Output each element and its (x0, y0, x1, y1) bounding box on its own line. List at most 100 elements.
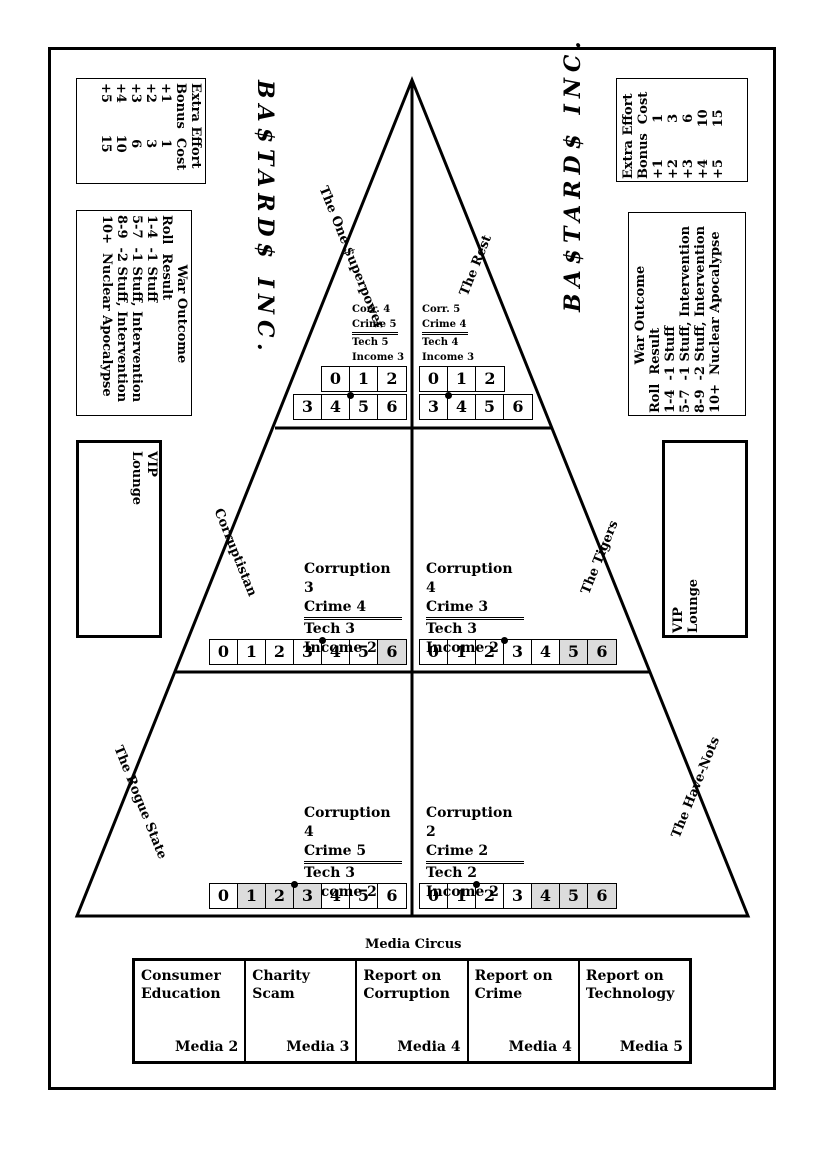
track-cell[interactable]: 5 (350, 640, 378, 664)
marker-dot (501, 637, 508, 644)
extra-effort-row: +5 15 (98, 83, 113, 153)
war-outcome-row: 5-7 -1 Stuff, Intervention (678, 225, 693, 413)
track-cell[interactable]: 6 (386, 397, 398, 416)
track-have-nots: 0 1 2 3 4 5 6 (419, 881, 617, 909)
media-card-name: Report on Technology (585, 968, 675, 1002)
extra-effort-row: +4 10 (696, 109, 711, 179)
track-cell[interactable]: 3 (504, 884, 532, 908)
extra-effort-row: +1 1 (651, 113, 666, 179)
crime-stat: Crime 5 (352, 317, 399, 335)
vip-lounge-right[interactable]: VIP Lounge (662, 440, 748, 638)
track-cell[interactable]: 4 (319, 637, 350, 664)
track-cell[interactable]: 5 (347, 392, 378, 419)
corruption-stat: Corruption 3 (304, 561, 391, 596)
track-cell[interactable]: 5 (560, 884, 588, 908)
track-cell[interactable]: 6 (386, 886, 398, 905)
track-cell[interactable]: 6 (588, 640, 616, 664)
track-cell[interactable]: 0 (210, 884, 238, 908)
brand-title-right: BA$TARD$ INC. (560, 35, 586, 312)
track-cell[interactable]: 0 (420, 367, 448, 391)
war-outcome-title: War Outcome (174, 264, 189, 364)
media-card-report-corruption[interactable]: Report on Corruption Media 4 (357, 961, 469, 1061)
track-cell[interactable]: 5 (350, 884, 378, 908)
track-rest-bottom: 3 4 5 6 (419, 392, 533, 420)
track-cell[interactable]: 4 (322, 884, 350, 908)
extra-effort-title: Extra Effort (188, 83, 203, 169)
track-cell[interactable]: 2 (386, 369, 398, 388)
track-cell[interactable]: 1 (350, 367, 378, 391)
extra-effort-row: +2 3 (666, 113, 681, 179)
track-rest-top: 0 1 2 (419, 366, 505, 392)
track-cell[interactable]: 4 (532, 640, 560, 664)
vip-label: VIP (144, 451, 159, 477)
track-tigers: 0 1 2 3 4 5 6 (419, 637, 617, 665)
income-stat: Income 2 (426, 884, 499, 900)
track-cell[interactable]: 6 (588, 884, 616, 908)
vip-lounge-left[interactable]: VIP Lounge (76, 440, 162, 638)
corruption-stat: Corruption 2 (426, 805, 513, 840)
track-cell[interactable]: 2 (266, 640, 294, 664)
media-circus-title: Media Circus (365, 937, 462, 952)
track-cell[interactable]: 0 (210, 640, 238, 664)
track-cell[interactable]: 0 (420, 884, 448, 908)
income-stat: Income 3 (352, 352, 405, 363)
war-outcome-row: 8-9 -2 Stuff, Intervention (693, 225, 708, 413)
track-cell[interactable]: 2 (473, 881, 504, 908)
track-cell[interactable]: 4 (445, 392, 476, 419)
track-cell[interactable]: 1 (448, 640, 476, 664)
track-superpower-top: 0 1 2 (321, 366, 407, 392)
media-card-report-technology[interactable]: Report on Technology Media 5 (580, 961, 689, 1061)
media-card-value: Media 2 (175, 1039, 239, 1055)
track-cell[interactable]: 4 (322, 395, 350, 419)
stats-rest: Corr. 5 Crime 4 Tech 4 Income 3 (422, 302, 478, 365)
track-cell[interactable]: 6 (378, 640, 406, 664)
track-cell[interactable]: 2 (476, 640, 504, 664)
income-stat: Income 2 (304, 640, 377, 656)
extra-effort-row: +1 1 (158, 83, 173, 149)
track-cell[interactable]: 1 (448, 367, 476, 391)
extra-effort-header: Bonus Cost (636, 91, 651, 179)
war-outcome-row: 1-4 -1 Stuff (663, 325, 678, 413)
track-cell[interactable]: 5 (560, 640, 588, 664)
extra-effort-row: +2 3 (143, 83, 158, 149)
media-card-name: Consumer Education (141, 968, 221, 1002)
track-cell[interactable]: 5 (476, 395, 504, 419)
media-card-value: Media 3 (286, 1039, 350, 1055)
track-cell[interactable]: 0 (322, 367, 350, 391)
crime-stat: Crime 5 (304, 842, 402, 864)
media-circus: Consumer Education Media 2 Charity Scam … (132, 958, 692, 1064)
track-cell[interactable]: 1 (448, 884, 476, 908)
track-cell[interactable]: 1 (238, 640, 266, 664)
track-cell[interactable]: 3 (294, 395, 322, 419)
track-cell[interactable]: 1 (238, 884, 266, 908)
lounge-label: Lounge (129, 451, 144, 506)
track-cell[interactable]: 3 (501, 637, 532, 664)
media-card-value: Media 4 (508, 1039, 572, 1055)
extra-effort-table-right: Extra Effort Bonus Cost +1 1 +2 3 +3 6 +… (616, 78, 748, 182)
stats-superpower: Corr. 4 Crime 5 Tech 5 Income 3 (352, 302, 408, 365)
corruption-stat: Corr. 4 (352, 304, 391, 315)
track-cell[interactable]: 4 (532, 884, 560, 908)
income-stat: Income 3 (422, 352, 475, 363)
stats-rogue-state: Corruption 4 Crime 5 Tech 3 Income 2 (304, 804, 404, 902)
track-cell[interactable]: 2 (266, 884, 294, 908)
track-cell[interactable]: 3 (420, 395, 448, 419)
track-cell[interactable]: 3 (291, 881, 322, 908)
track-rogue-state: 0 1 2 3 4 5 6 (209, 881, 407, 909)
tech-stat: Tech 5 (352, 337, 389, 348)
war-outcome-row: 10+ Nuclear Apocalypse (99, 215, 114, 397)
war-outcome-row: 8-9 -2 Stuff, Intervention (114, 215, 129, 403)
vip-label: VIP (671, 607, 686, 633)
war-outcome-row: 1-4 -1 Stuff (144, 215, 159, 303)
tech-stat: Tech 3 (304, 621, 356, 637)
media-card-charity-scam[interactable]: Charity Scam Media 3 (246, 961, 358, 1061)
income-stat: Income 2 (304, 884, 377, 900)
media-card-consumer-education[interactable]: Consumer Education Media 2 (135, 961, 247, 1061)
track-cell[interactable]: 3 (294, 640, 322, 664)
media-card-report-crime[interactable]: Report on Crime Media 4 (469, 961, 580, 1061)
track-cell[interactable]: 0 (420, 640, 448, 664)
track-cell[interactable]: 6 (512, 397, 524, 416)
game-board (48, 47, 776, 1090)
track-cell[interactable]: 2 (484, 369, 496, 388)
